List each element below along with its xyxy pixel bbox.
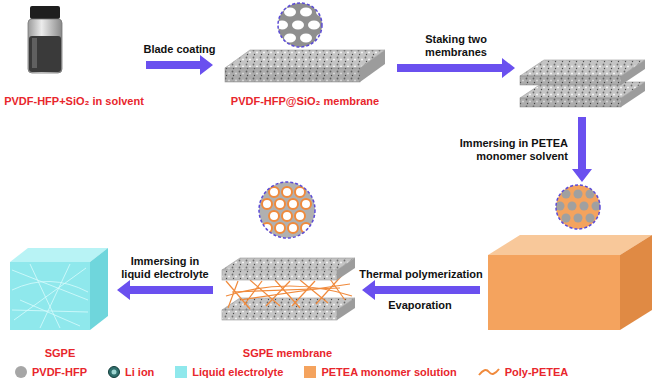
step-label: Immersing in PETEA monomer solvent <box>458 137 568 163</box>
step-label: Blade coating <box>120 43 240 56</box>
step-label: Immersing in liquid electrolyte <box>116 255 214 281</box>
process-arrow <box>397 58 515 78</box>
membrane-slab <box>225 50 385 82</box>
step-label: Staking two membranes <box>406 33 506 59</box>
sgpe-membrane <box>222 258 355 320</box>
magnifier <box>258 181 316 239</box>
step-label: PVDF-HFP+SiO₂ in solvent <box>2 95 146 108</box>
legend-text: Liquid electrolyte <box>192 365 283 379</box>
legend: PVDF-HFP Li ion Liquid electrolyte PETEA mo… <box>14 365 588 379</box>
process-arrow <box>117 280 213 300</box>
step-label: Evaporation <box>362 299 478 312</box>
legend-text: Li ion <box>125 365 154 379</box>
step-label: SGPE <box>3 347 117 360</box>
process-step <box>480 182 655 335</box>
process-step: PVDF-HFP+SiO₂ in solvent <box>2 5 146 110</box>
legend-item: Liquid electrolyte <box>174 365 283 379</box>
legend-item: PETEA monomer solution <box>303 365 456 379</box>
process-step: SGPE membrane <box>213 175 362 362</box>
magnifier <box>276 1 328 49</box>
process-arrow <box>362 280 480 300</box>
legend-item: Poly-PETEA <box>477 365 569 379</box>
stacked-membranes <box>520 60 645 107</box>
legend-text: PVDF-HFP <box>32 365 87 379</box>
legend-text: PETEA monomer solution <box>321 365 456 379</box>
legend-swatch <box>107 365 121 379</box>
monomer-solution-box <box>488 235 652 330</box>
vial <box>28 6 62 73</box>
process-step <box>515 55 650 117</box>
legend-swatch <box>303 365 317 379</box>
legend-item: PVDF-HFP <box>14 365 87 379</box>
sgpe-box <box>10 248 108 330</box>
legend-swatch <box>477 365 501 379</box>
legend-swatch <box>14 365 28 379</box>
process-arrow <box>572 117 592 182</box>
step-label: SGPE membrane <box>213 347 362 360</box>
magnifier <box>554 183 602 231</box>
legend-item: Li ion <box>107 365 154 379</box>
step-label: PVDF-HFP@SiO₂ membrane <box>213 95 397 108</box>
legend-swatch <box>174 365 188 379</box>
process-arrow <box>146 55 213 75</box>
process-step: PVDF-HFP@SiO₂ membrane <box>213 0 397 110</box>
process-step: SGPE <box>3 240 117 362</box>
step-label: Thermal polymerization <box>359 268 483 281</box>
legend-text: Poly-PETEA <box>505 365 569 379</box>
